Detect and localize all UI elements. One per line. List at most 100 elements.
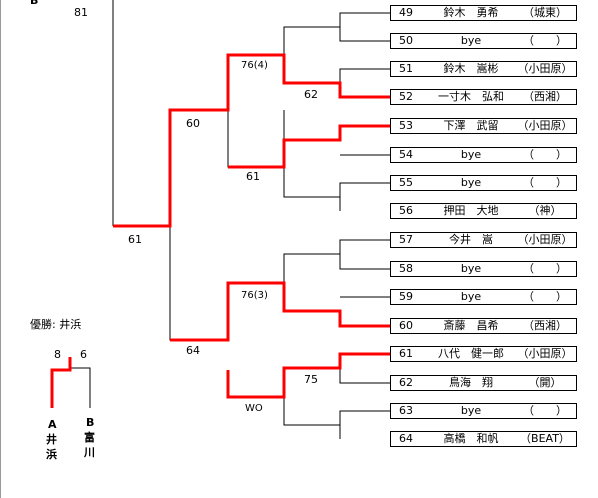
entry-row: 49 鈴木 勇希 （城東）	[390, 5, 577, 21]
entry-number: 64	[399, 432, 413, 445]
entry-club: （西湘）	[523, 90, 567, 103]
winner-path-60	[170, 281, 390, 342]
entry-name: 鳥海 翔	[449, 376, 493, 389]
entry-row: 62 鳥海 翔 （開）	[390, 375, 577, 391]
entry-name: bye	[460, 148, 482, 161]
entry-club: （小田原）	[517, 347, 573, 360]
entry-club: （小田原）	[517, 62, 573, 75]
entry-club: （ ）	[523, 290, 567, 303]
entry-club: （ ）	[523, 262, 567, 275]
entry-number: 60	[399, 319, 413, 332]
score-r2-61-64: 75	[304, 373, 318, 386]
entry-club: （ ）	[523, 404, 567, 417]
score-top: 81	[74, 6, 88, 19]
r1-63-64	[339, 410, 390, 439]
entry-number: 51	[399, 62, 413, 75]
entry-name: 高橋 和帆	[443, 432, 499, 445]
r1-57-58	[339, 239, 390, 270]
entry-number: 58	[399, 262, 413, 275]
score-semi: 61	[128, 233, 142, 246]
final-a-name-1: 井	[46, 432, 57, 446]
window-border	[0, 0, 1, 498]
score-r3-upper: 76(4)	[241, 60, 268, 71]
final-b-name-1: 富	[84, 430, 95, 444]
entry-row: 53 下澤 武留 （小田原）	[390, 118, 577, 134]
entry-club: （BEAT）	[520, 432, 570, 445]
entry-club: （ ）	[523, 176, 567, 189]
entry-row: 51 鈴木 嵩彬 （小田原）	[390, 61, 577, 77]
score-r2-63-64: WO	[245, 403, 263, 414]
entry-number: 49	[399, 6, 413, 19]
final-a-name-2: 浜	[46, 447, 57, 461]
entry-name: 八代 健一郎	[438, 347, 504, 360]
entry-number: 62	[399, 376, 413, 389]
entry-number: 57	[399, 233, 413, 246]
r1-51-52	[339, 68, 390, 97]
entry-row: 56 押田 大地 （神）	[390, 203, 577, 219]
entry-number: 50	[399, 34, 413, 47]
entry-number: 53	[399, 119, 413, 132]
entry-row: 50 bye （ ）	[390, 33, 577, 49]
entry-number: 54	[399, 148, 413, 161]
final-score-b: 6	[80, 348, 87, 361]
r2-lower-b	[283, 397, 340, 426]
score-r4-upper: 60	[186, 117, 200, 130]
final-a-letter: A	[48, 418, 57, 431]
entry-number: 63	[399, 404, 413, 417]
r4-lower-line	[169, 226, 228, 341]
entry-club: （開）	[528, 376, 562, 389]
entry-club: （城東）	[523, 6, 567, 19]
entry-number: 56	[399, 204, 413, 217]
entry-row: 64 高橋 和帆 （BEAT）	[390, 431, 577, 447]
entry-row: 59 bye （ ）	[390, 289, 577, 305]
final-b-line	[70, 367, 91, 408]
score-r4-lower: 64	[186, 344, 200, 357]
r1-55-56	[339, 182, 390, 211]
r2-lower-a	[283, 253, 340, 283]
entry-club: （小田原）	[517, 119, 573, 132]
score-r3-lower: 76(3)	[241, 290, 268, 301]
entry-row: 63 bye （ ）	[390, 403, 577, 419]
entry-name: bye	[460, 34, 482, 47]
entry-row: 54 bye （ ）	[390, 147, 577, 163]
winner-path-61	[226, 352, 390, 399]
entry-name: 押田 大地	[443, 204, 499, 217]
entry-number: 61	[399, 347, 413, 360]
entry-number: 59	[399, 290, 413, 303]
entry-club: （ ）	[523, 34, 567, 47]
entry-name: 一寸木 弘和	[438, 90, 504, 103]
entry-name: 鈴木 勇希	[443, 6, 499, 19]
champion-label: 優勝: 井浜	[30, 317, 81, 331]
entry-name: bye	[460, 290, 482, 303]
final-b-letter: B	[86, 416, 94, 429]
final-winner-line	[50, 357, 72, 408]
entry-club: （ ）	[523, 148, 567, 161]
score-r2-53-56: 61	[246, 170, 260, 183]
r1-49-50	[339, 12, 390, 42]
entry-row: 58 bye （ ）	[390, 261, 577, 277]
entry-name: bye	[460, 262, 482, 275]
entry-name: bye	[460, 404, 482, 417]
entry-row: 61 八代 健一郎 （小田原）	[390, 346, 577, 362]
entry-number: 52	[399, 90, 413, 103]
score-r2-51-52: 62	[304, 88, 318, 101]
winner-path-upper	[113, 53, 390, 228]
entry-name: 下澤 武留	[443, 119, 499, 132]
r1-62	[339, 354, 390, 384]
entry-club: （神）	[528, 204, 562, 217]
r2-upper-b	[283, 167, 340, 198]
r3-upper	[227, 110, 285, 168]
winner-path-53	[228, 124, 390, 169]
entry-name: 鈴木 嵩彬	[443, 62, 499, 75]
entry-club: （小田原）	[517, 233, 573, 246]
final-b-name-2: 川	[83, 446, 95, 459]
entry-name: 斎藤 昌希	[443, 319, 499, 332]
r3-lower-bottom	[227, 370, 284, 398]
entry-row: 52 一寸木 弘和 （西湘）	[390, 89, 577, 105]
section-letter: B	[30, 0, 38, 7]
